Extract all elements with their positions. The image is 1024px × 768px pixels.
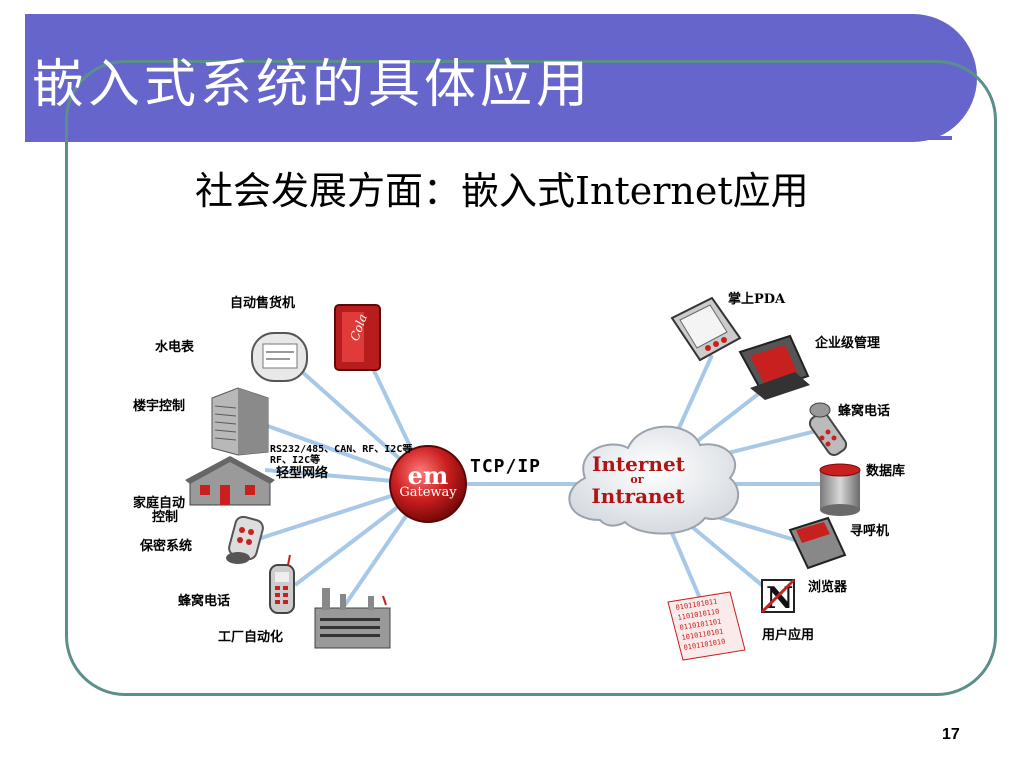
title-bar [25,14,977,142]
label-light-network: 轻型网络 [276,466,329,481]
label-home-line1: 家庭自动 [133,496,186,511]
protocol-note: RS232/485、CAN、RF、I2C等 [270,444,413,455]
pager-icon [788,516,847,570]
label-enterprise: 企业级管理 [815,336,881,351]
label-home-line2: 控制 [152,510,179,525]
cloud-line-2: or [630,473,644,486]
label-building: 楼宇控制 [133,399,186,414]
slide-subtitle: 社会发展方面：嵌入式Internet应用 [195,169,809,213]
page-number: 17 [942,726,960,743]
label-pager: 寻呼机 [850,524,890,539]
user-app-icon: 0101101011 1101010110 0110101101 1010110… [667,591,746,661]
factory-icon [314,588,391,649]
title-underline [25,136,952,140]
cellphone-left-icon [269,554,295,614]
pda-icon [670,296,742,362]
database-icon [819,463,861,516]
protocol-note-line2: RF、I2C等 [270,455,321,466]
label-pda: 掌上PDA [728,292,786,307]
gateway-hub-icon [389,445,467,523]
label-browser: 浏览器 [808,580,848,595]
content-frame [65,60,997,696]
hub-main-label: em [407,461,449,490]
tcpip-label: TCP/IP [470,456,542,477]
house-icon [185,456,275,506]
building-icon [211,387,269,456]
cloud-icon [568,425,740,535]
label-security: 保密系统 [140,539,193,554]
browser-icon: N [760,578,796,616]
label-factory: 工厂自动化 [218,630,284,645]
security-keypad-icon [226,515,264,564]
label-user-app: 用户应用 [762,628,815,643]
label-cellphone-right: 蜂窝电话 [838,404,891,419]
meter-icon [251,332,308,382]
cloud-line-1: Internet [592,452,685,476]
cloud-line-3: Intranet [591,484,685,508]
vending-machine-icon: Cola [334,304,381,371]
slide-title: 嵌入式系统的具体应用 [32,55,593,115]
label-vending: 自动售货机 [230,296,296,311]
monitor-icon [738,334,810,400]
label-meter: 水电表 [155,340,195,355]
label-database: 数据库 [866,464,906,479]
cellphone-right-icon [808,402,848,457]
label-cellphone-left: 蜂窝电话 [178,594,231,609]
hub-sub-label: Gateway [399,485,457,500]
